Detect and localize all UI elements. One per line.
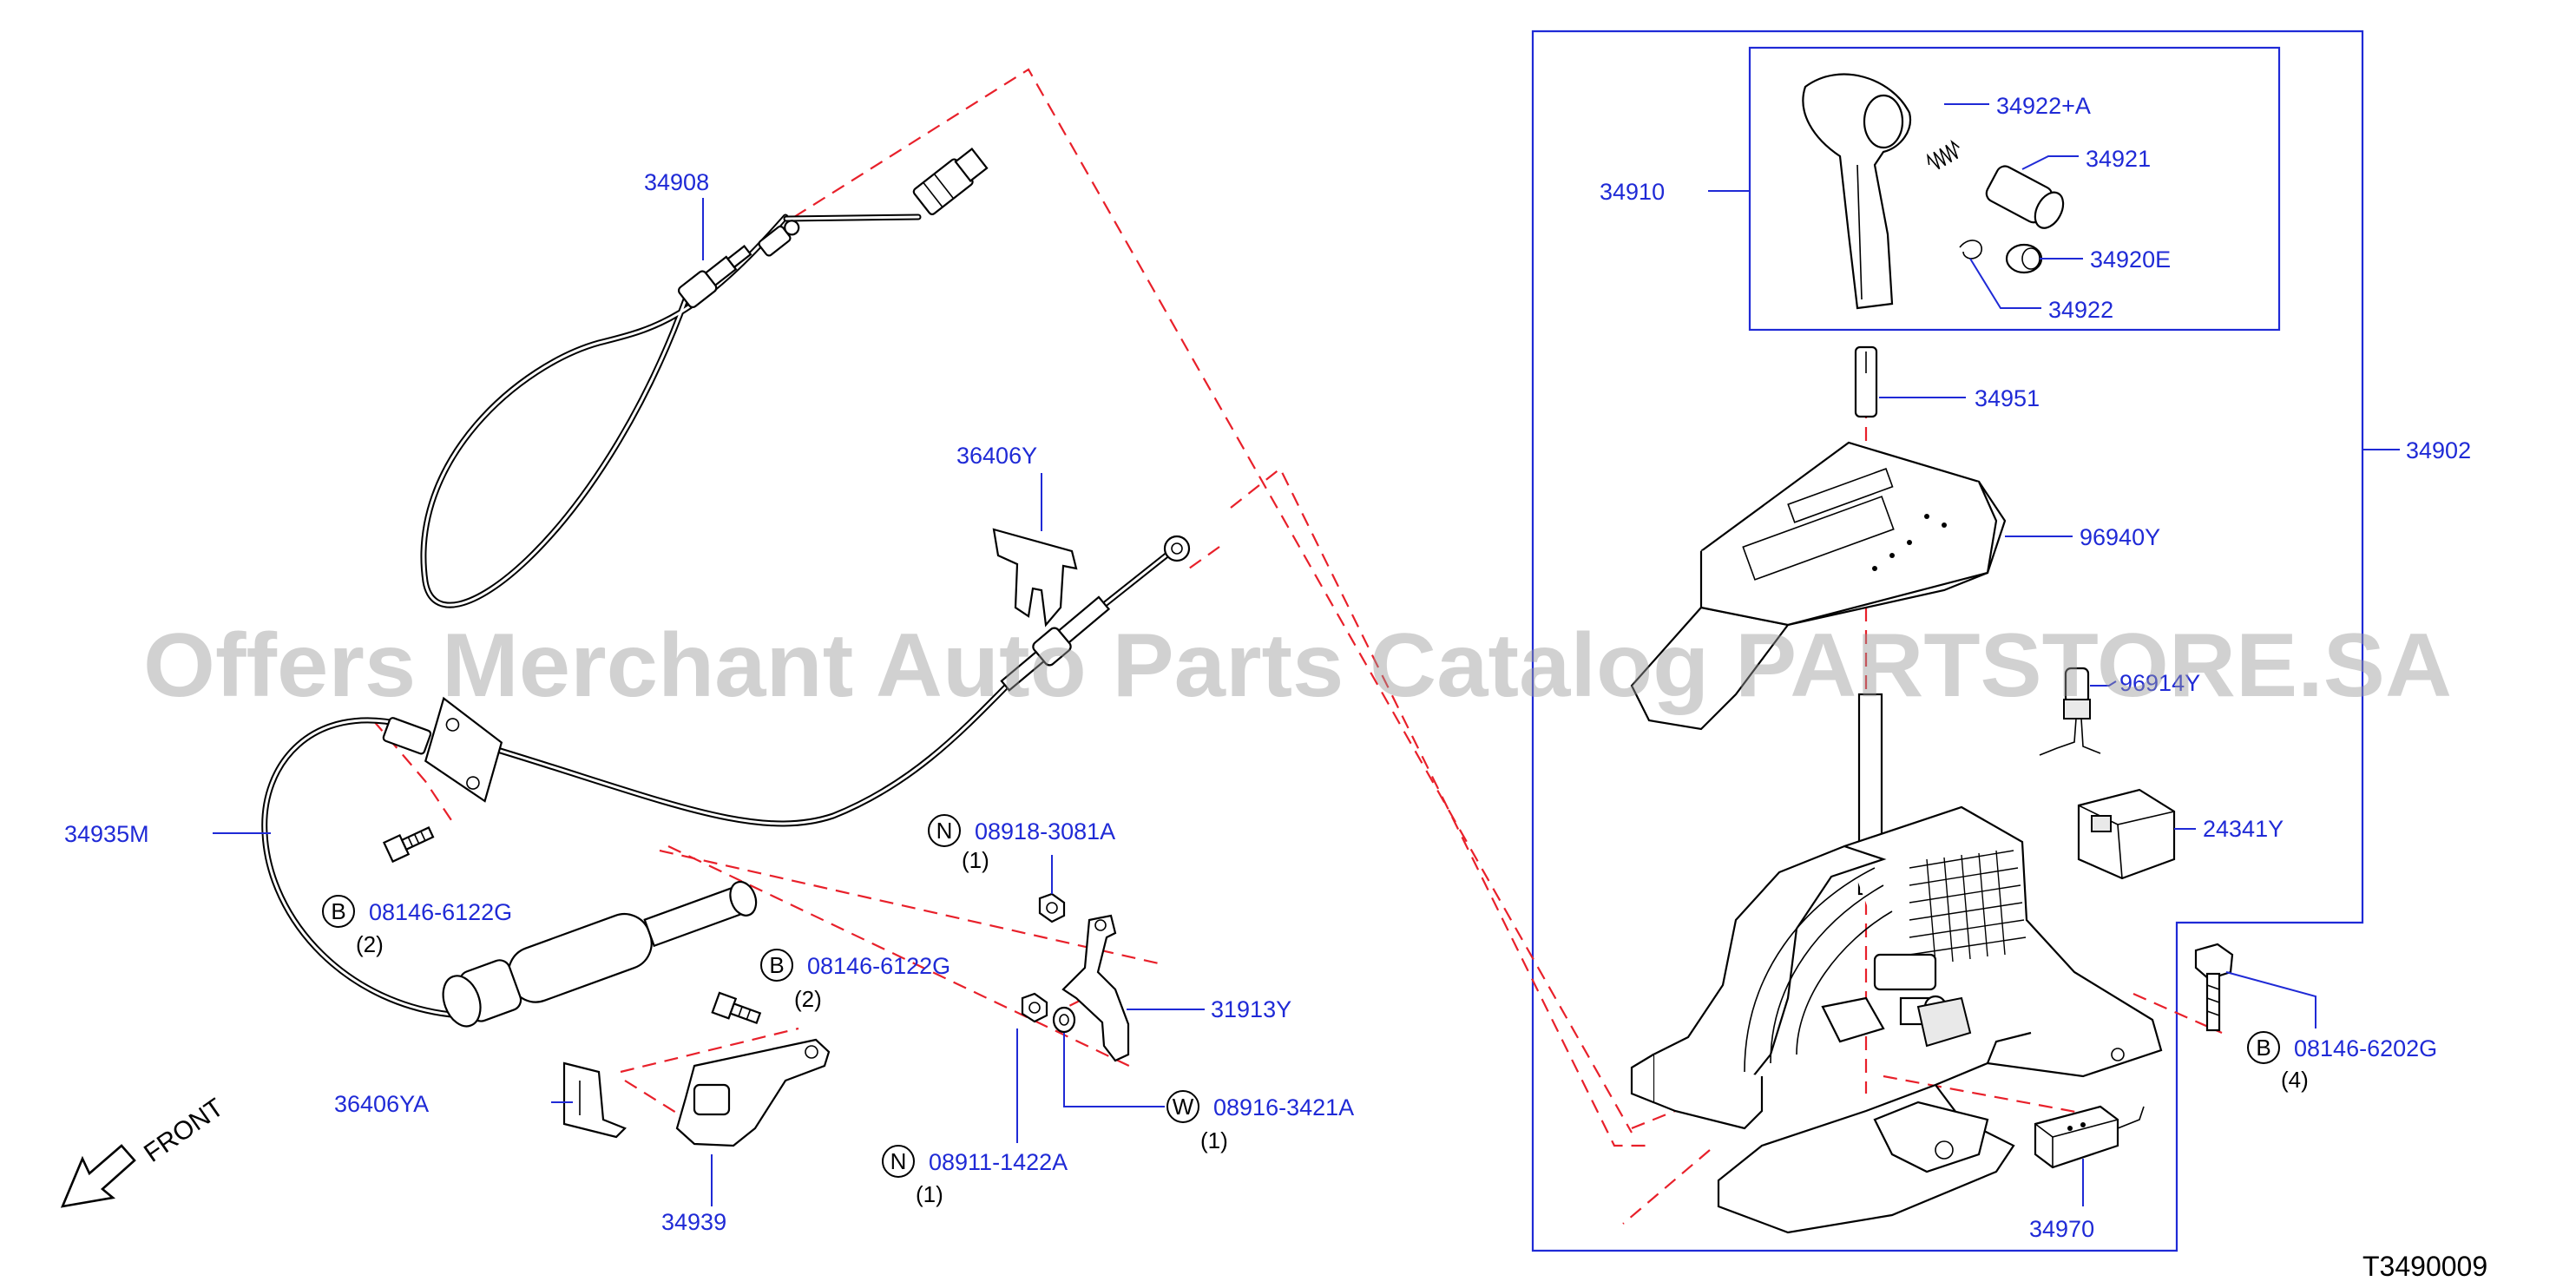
label-36406y[interactable]: 36406Y	[956, 443, 1037, 469]
fastener-number: 08146-6202G	[2294, 1035, 2437, 1061]
button-34921	[1985, 165, 2065, 229]
leader-lines	[213, 103, 2400, 1206]
clip-36406y	[992, 528, 1078, 628]
cable-34908	[420, 148, 989, 608]
fastener-qty: (2)	[794, 986, 822, 1012]
svg-text:B: B	[769, 952, 784, 978]
svg-text:W: W	[1173, 1094, 1194, 1120]
svg-text:B: B	[331, 898, 345, 924]
bolt-08146-6122g-left	[382, 826, 435, 864]
fastener-label-b1[interactable]: B 08146-6122G (2)	[322, 895, 512, 957]
label-34908[interactable]: 34908	[644, 169, 709, 195]
svg-text:N: N	[936, 818, 953, 844]
label-31913y[interactable]: 31913Y	[1211, 996, 1291, 1022]
label-24341y[interactable]: 24341Y	[2203, 816, 2284, 842]
label-34921[interactable]: 34921	[2086, 146, 2151, 172]
svg-text:B: B	[2256, 1035, 2270, 1061]
fastener-qty: (1)	[1200, 1127, 1228, 1153]
circled-letter-icon	[928, 814, 961, 847]
label-96914y[interactable]: 96914Y	[2119, 670, 2200, 696]
bolt-08146-6202g	[2194, 943, 2234, 1032]
cable-34935m	[261, 535, 1191, 1028]
diagram-code: T3490009	[2362, 1251, 2487, 1282]
circled-letter-icon	[322, 895, 355, 928]
part-labels: 34908 36406Y 34935M 36406YA 34939 31913Y…	[64, 93, 2471, 1242]
svg-text:N: N	[890, 1148, 907, 1174]
label-34910[interactable]: 34910	[1600, 179, 1665, 205]
circled-letter-icon	[760, 949, 793, 982]
shift-knob-34910	[1802, 73, 1912, 310]
fastener-label-b3[interactable]: B 08146-6202G (4)	[2247, 1031, 2437, 1093]
label-34935m[interactable]: 34935M	[64, 821, 149, 847]
assembly-frames	[1531, 30, 2364, 1252]
fastener-number: 08916-3421A	[1213, 1094, 1354, 1120]
pin-34922	[1959, 240, 1982, 260]
cap-34920e	[2005, 243, 2043, 274]
indicator-96940y	[1630, 441, 2007, 731]
washer-08916-3421a	[1052, 1006, 1076, 1034]
nut-08911-1422a	[1021, 992, 1048, 1023]
switch-34970	[2034, 1105, 2145, 1169]
label-36406ya[interactable]: 36406YA	[334, 1091, 429, 1117]
label-34939[interactable]: 34939	[661, 1209, 726, 1235]
front-arrow-icon	[60, 1144, 136, 1208]
shaft-34951	[1854, 345, 1878, 418]
nut-08918-3081a	[1038, 892, 1066, 923]
fastener-qty: (4)	[2281, 1067, 2309, 1093]
clip-36406ya	[562, 1061, 627, 1139]
rod-31913y	[1061, 914, 1130, 1062]
bulb-96914y	[2039, 667, 2101, 756]
circled-letter-icon	[1166, 1090, 1199, 1123]
fastener-number: 08918-3081A	[975, 818, 1115, 844]
fastener-number: 08146-6122G	[807, 953, 950, 979]
front-label: FRONT	[139, 1093, 229, 1167]
bracket-34939	[675, 1038, 831, 1147]
fastener-qty: (1)	[916, 1181, 943, 1207]
label-34920e[interactable]: 34920E	[2090, 246, 2171, 273]
label-96940y[interactable]: 96940Y	[2080, 524, 2160, 550]
fastener-number: 08911-1422A	[929, 1149, 1068, 1175]
circled-letter-icon	[882, 1145, 915, 1178]
label-34970[interactable]: 34970	[2029, 1216, 2094, 1242]
label-34902[interactable]: 34902	[2406, 437, 2471, 463]
watermark-text: Offers Merchant Auto Parts Catalog PARTS…	[143, 615, 2452, 716]
label-34922[interactable]: 34922	[2048, 297, 2113, 323]
fastener-label-b2[interactable]: B 08146-6122G (2)	[760, 949, 950, 1012]
label-34922a[interactable]: 34922+A	[1996, 93, 2091, 119]
fastener-label-n1[interactable]: N 08918-3081A (1)	[928, 814, 1115, 873]
fastener-qty: (2)	[356, 931, 384, 957]
fastener-label-w1[interactable]: W 08916-3421A (1)	[1166, 1090, 1354, 1153]
circled-letter-icon	[2247, 1031, 2280, 1064]
spring-34922a	[1926, 140, 1960, 170]
fastener-label-n2[interactable]: N 08911-1422A (1)	[882, 1145, 1068, 1207]
label-34951[interactable]: 34951	[1975, 385, 2040, 411]
relay-24341y	[2077, 788, 2176, 880]
fastener-number: 08146-6122G	[369, 899, 512, 925]
fastener-qty: (1)	[962, 847, 989, 873]
bolt-08146-6122g-right	[711, 991, 762, 1025]
shifter-body-34902	[1630, 693, 2163, 1234]
